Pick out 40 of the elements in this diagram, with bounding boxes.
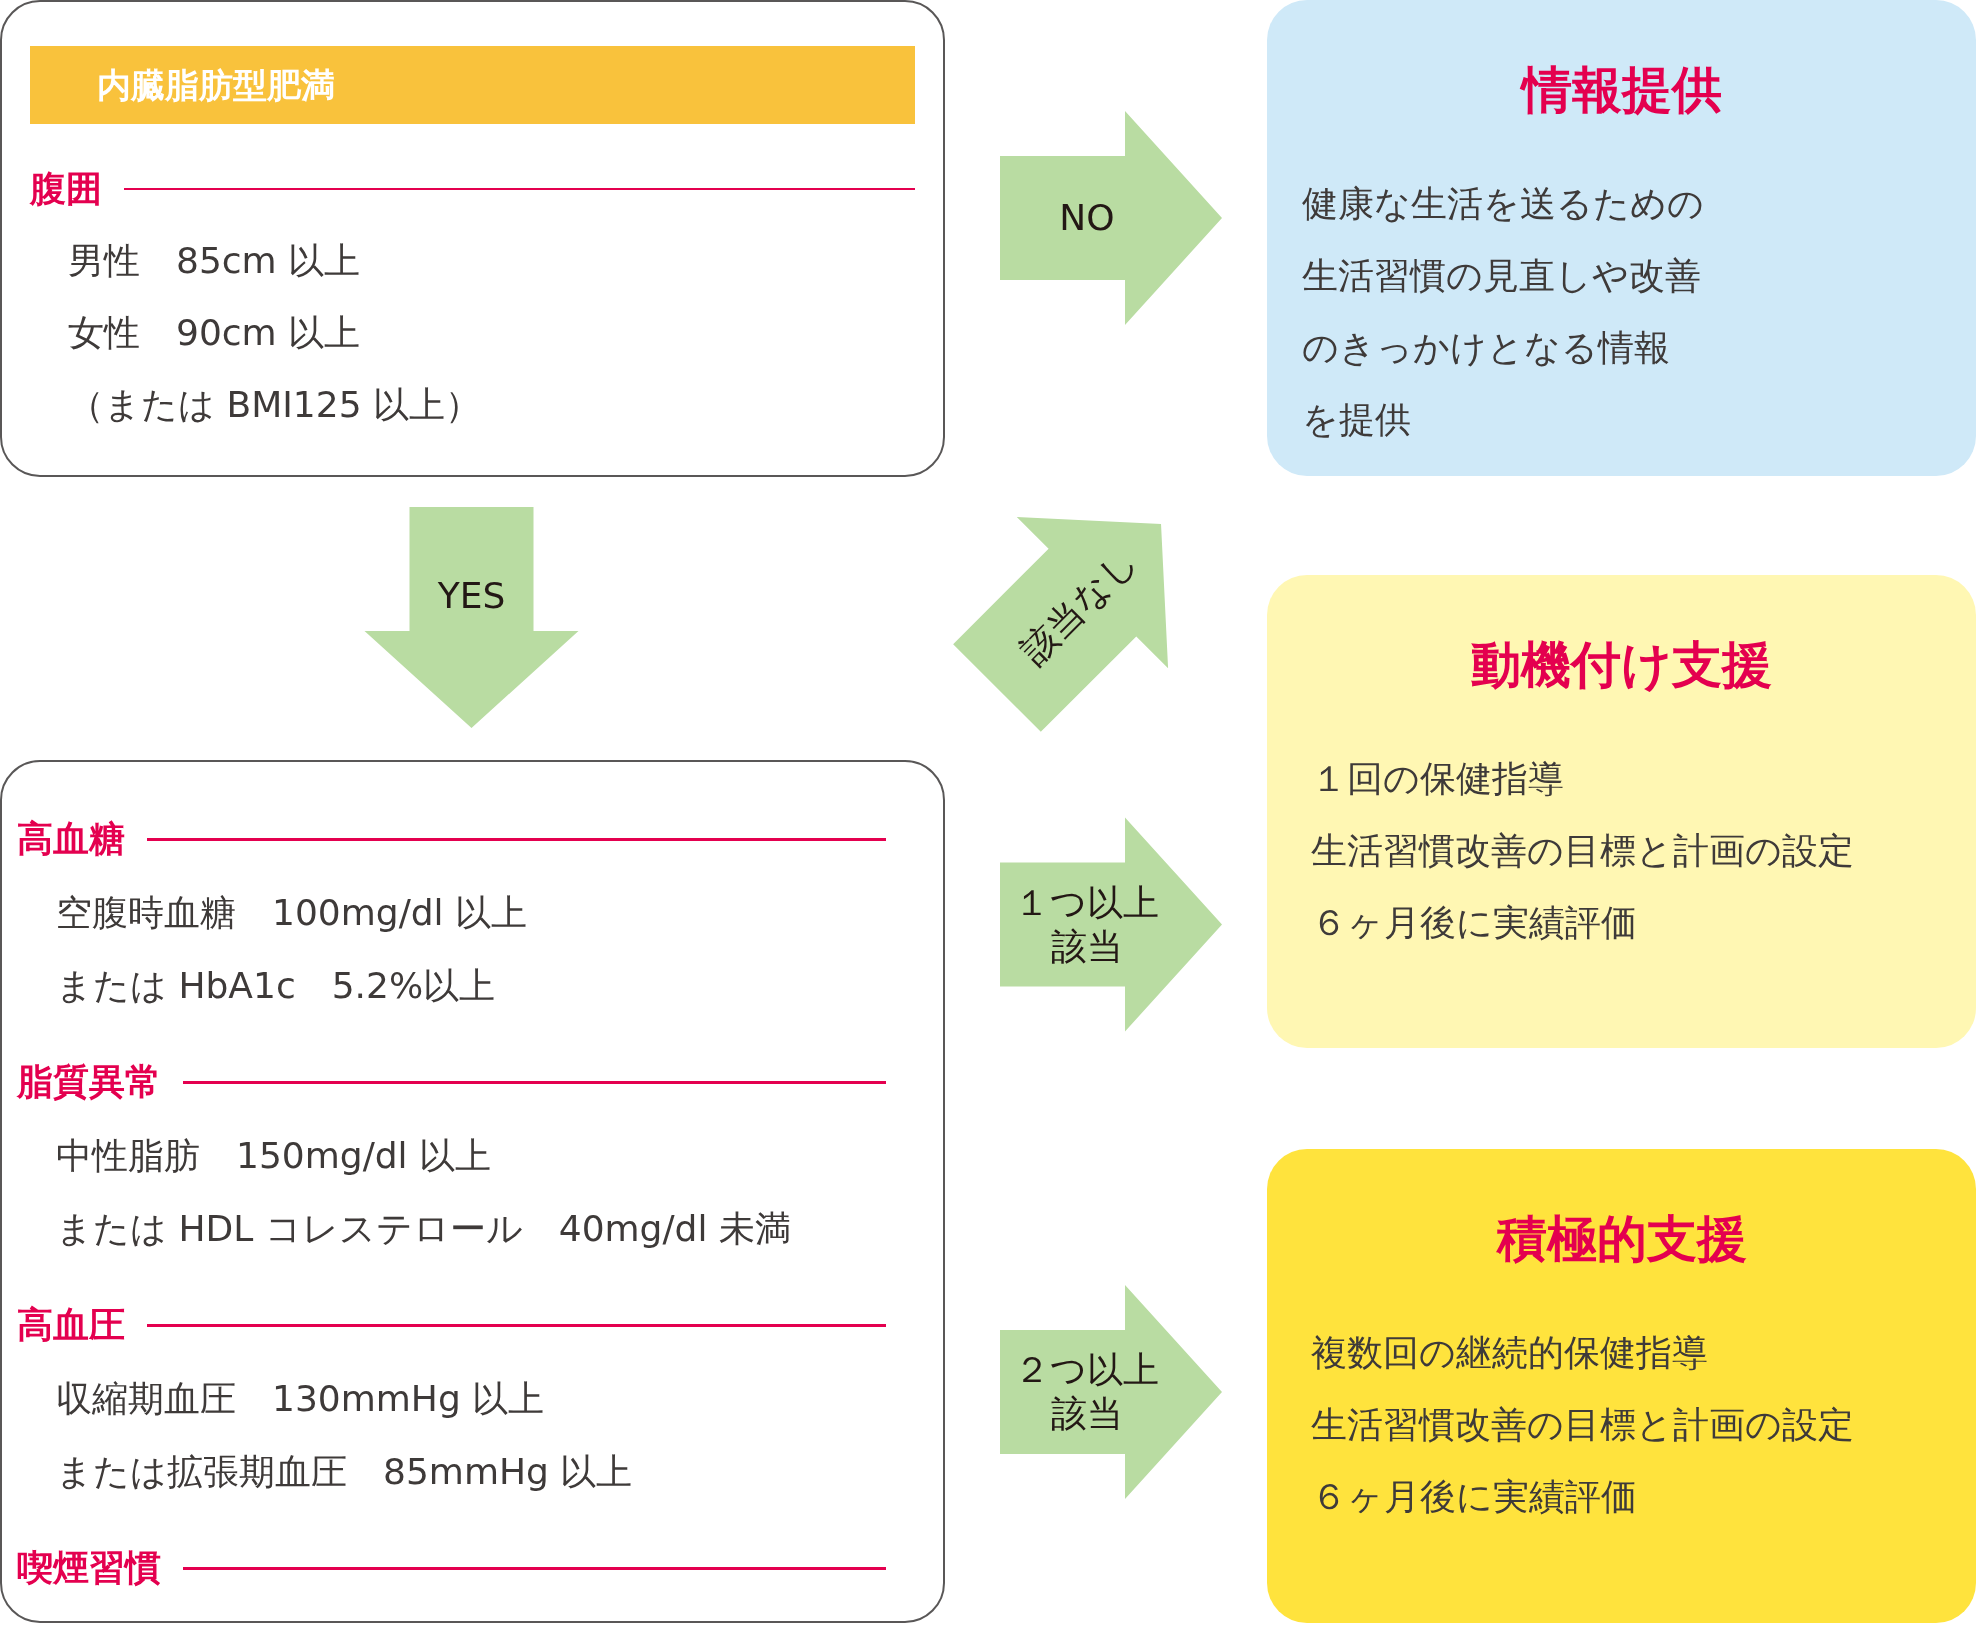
criteria-text: 女性 90cm 以上: [68, 311, 362, 355]
criteria-text: または HbA1c 5.2%以上: [56, 964, 497, 1008]
panel-text: 健康な生活を送るための生活習慣の見直しや改善のきっかけとなる情報を提供: [1302, 182, 1705, 442]
support-panel: [1267, 0, 1976, 476]
category-heading: 内臓脂肪型肥満: [30, 46, 915, 124]
edge-label: １つ以上該当: [1013, 880, 1161, 969]
panel-text: １回の保健指導: [1311, 757, 1565, 801]
block-arrow: [1000, 1285, 1222, 1499]
criteria-card: [0, 0, 945, 477]
block-arrow: [1000, 817, 1222, 1032]
edge-label: 該当なし: [1011, 538, 1146, 674]
panel-text: ６ヶ月後に実績評価: [1311, 901, 1638, 945]
criteria-text: 収縮期血圧 130mmHg 以上: [56, 1377, 546, 1421]
criteria-card: [0, 760, 945, 1623]
panel-text: 生活習慣改善の目標と計画の設定: [1311, 829, 1855, 873]
criteria-text: （または BMI125 以上）: [68, 383, 482, 427]
edge-label: ２つ以上該当: [1013, 1348, 1161, 1436]
block-arrow: [364, 507, 579, 728]
panel-text: 複数回の継続的保健指導: [1311, 1331, 1709, 1375]
block-arrow: [1000, 111, 1222, 325]
section-heading: 高血圧: [17, 1303, 125, 1347]
edge-label: NO: [1059, 196, 1115, 240]
edge-label: YES: [437, 573, 506, 618]
panel-text: ６ヶ月後に実績評価: [1311, 1475, 1638, 1519]
support-panel: [1267, 1149, 1976, 1623]
section-heading: 高血糖: [17, 817, 125, 861]
support-panel: [1267, 575, 1976, 1048]
panel-text: 生活習慣改善の目標と計画の設定: [1311, 1403, 1855, 1447]
panel-title: 情報提供: [1519, 60, 1723, 121]
criteria-text: または HDL コレステロール 40mg/dl 未満: [56, 1207, 792, 1251]
criteria-text: 中性脂肪 150mg/dl 以上: [56, 1134, 493, 1178]
section-heading: 腹囲: [30, 166, 102, 211]
block-arrow: [953, 516, 1169, 732]
section-heading: 脂質異常: [17, 1060, 161, 1104]
criteria-text: 男性 85cm 以上: [68, 239, 362, 283]
criteria-text: または拡張期血圧 85mmHg 以上: [56, 1450, 634, 1494]
criteria-text: 空腹時血糖 100mg/dl 以上: [56, 891, 529, 935]
section-heading: 喫煙習慣: [17, 1546, 161, 1590]
panel-title: 積極的支援: [1495, 1209, 1748, 1270]
panel-title: 動機付け支援: [1470, 635, 1773, 696]
